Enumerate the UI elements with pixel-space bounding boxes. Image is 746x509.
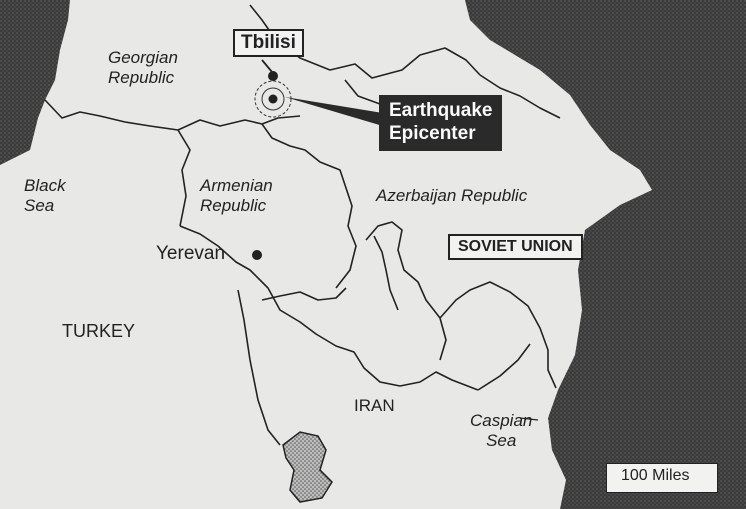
label-caspian-sea: Caspian Sea	[470, 411, 533, 450]
black-sea-water	[0, 0, 70, 165]
tbilisi-dot	[268, 71, 278, 81]
epicenter-ring-inner	[261, 87, 285, 111]
epicenter-ring-outer	[254, 80, 292, 118]
epicenter-dot	[268, 94, 278, 104]
yerevan-dot	[252, 250, 262, 260]
label-soviet-union: SOVIET UNION	[448, 234, 583, 261]
label-turkey: TURKEY	[62, 321, 136, 341]
label-azerbaijan-republic: Azerbaijan Republic	[376, 186, 528, 205]
scale-frame	[606, 463, 718, 493]
epicenter-pointer	[285, 97, 383, 126]
label-black-sea: Black Sea	[24, 176, 66, 215]
lake-urmia	[282, 431, 333, 503]
scale-label: 100 Miles	[621, 467, 690, 484]
label-tbilisi: Tbilisi	[233, 29, 304, 57]
label-iran: IRAN	[354, 396, 395, 415]
label-georgian-republic: Georgian Republic	[108, 48, 178, 87]
label-earthquake-epicenter: Earthquake Epicenter	[379, 95, 503, 151]
label-armenian-republic: Armenian Republic	[200, 176, 273, 215]
caspian-sea-water	[465, 0, 746, 509]
tbilisi-leader	[261, 59, 273, 73]
label-yerevan: Yerevan	[156, 243, 226, 264]
